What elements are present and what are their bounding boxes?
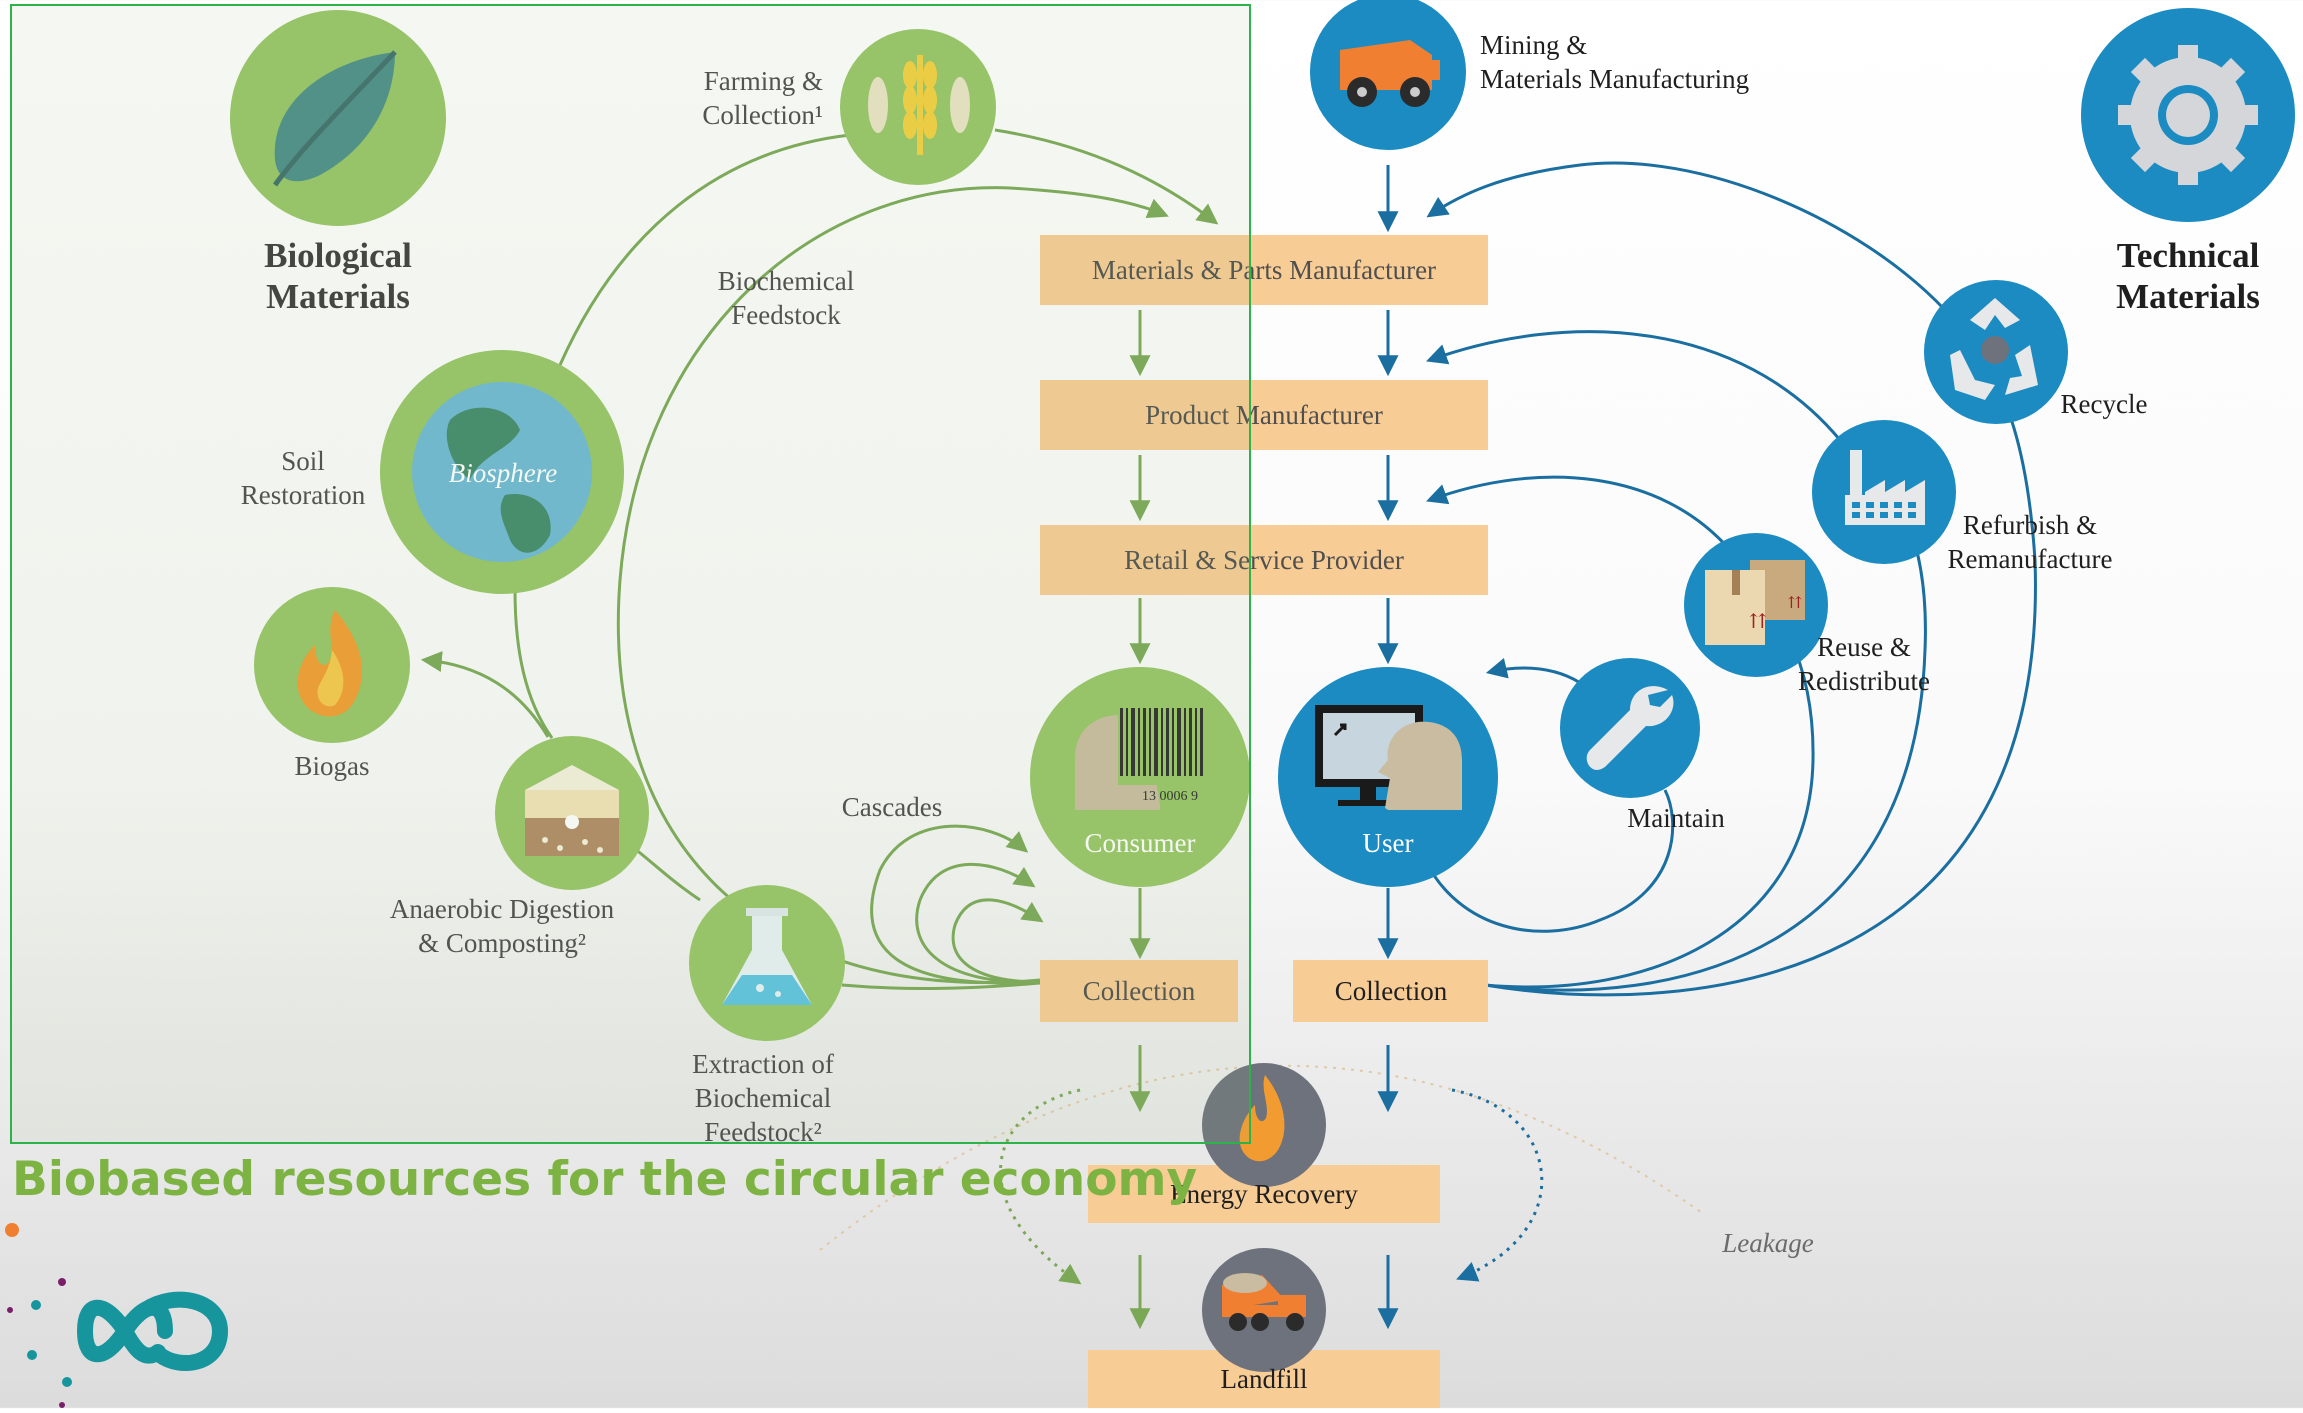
- barcode-number: 13 0006 9: [1142, 789, 1198, 804]
- boxes-icon: ⇈ ⇈: [1705, 560, 1805, 645]
- landfill-label: Landfill: [1221, 1364, 1308, 1394]
- flask-icon: [722, 908, 812, 1005]
- biological-materials-node: [230, 10, 446, 226]
- soil-label-2: Restoration: [241, 480, 366, 510]
- farming-label-2: Collection¹: [702, 100, 823, 130]
- recycle-icon: [1950, 298, 2038, 400]
- flow-collection-to-extraction: [841, 981, 1041, 991]
- user-head-icon: [1378, 721, 1462, 810]
- wheat-fish-icon: [868, 55, 970, 155]
- mining-label-2: Materials Manufacturing: [1480, 64, 1749, 94]
- gear-icon: [2118, 45, 2258, 185]
- technical-heading: Technical: [2117, 236, 2260, 275]
- central-boxes: [1040, 235, 1488, 1408]
- refurbish-node: [1812, 420, 1956, 564]
- flow-tech-leak: [1451, 1088, 1544, 1282]
- soil-label: Soil: [281, 446, 325, 476]
- retail-service-box: [1040, 525, 1488, 595]
- reuse-node: ⇈ ⇈: [1684, 533, 1828, 677]
- mining-label: Mining &: [1480, 30, 1587, 60]
- user-node: User: [1278, 667, 1498, 887]
- extraction-label-2: Biochemical: [695, 1083, 831, 1113]
- technical-materials-node: [2081, 8, 2295, 222]
- user-label: User: [1363, 828, 1414, 858]
- compost-icon: [525, 765, 619, 856]
- biogas-node: [254, 587, 410, 743]
- maintain-label: Maintain: [1627, 803, 1725, 833]
- tech-collection-box: [1293, 960, 1488, 1022]
- landfill-icon-node: [1202, 1248, 1326, 1372]
- barcode-icon: 13 0006 9: [1118, 705, 1210, 804]
- bio-collection-box: [1040, 960, 1238, 1022]
- dump-truck-icon: [1222, 1273, 1306, 1331]
- flow-farming-to-materials: [994, 128, 1219, 225]
- biochemical-label: Biochemical: [718, 266, 854, 296]
- factory-icon: [1845, 450, 1925, 525]
- biogas-label: Biogas: [294, 751, 369, 781]
- consumer-node: 13 0006 9 Consumer: [1030, 667, 1250, 887]
- extraction-label: Extraction of: [692, 1049, 834, 1079]
- mining-node: [1310, 0, 1466, 150]
- bio-collection-label: Collection: [1083, 976, 1196, 1006]
- svg-text:⇈: ⇈: [1749, 611, 1767, 633]
- anaerobic-node: [495, 736, 649, 890]
- extraction-node: [689, 885, 845, 1041]
- reuse-label-2: Redistribute: [1798, 666, 1930, 696]
- product-manufacturer-label: Product Manufacturer: [1145, 400, 1383, 430]
- cascade-arc-2: [915, 862, 1041, 984]
- svg-text:⇈: ⇈: [1788, 595, 1802, 612]
- recycle-node: [1924, 280, 2068, 424]
- farming-label: Farming &: [704, 66, 823, 96]
- farming-node: [840, 29, 996, 185]
- infinity-loop-icon: [76, 1299, 173, 1364]
- flow-biosphere-to-anaerobic: [513, 589, 554, 739]
- flow-biosphere-to-farming: [558, 133, 851, 366]
- loop-maintain: [1423, 789, 1675, 933]
- circular-economy-logo: [5, 1223, 229, 1408]
- biosphere-label: Biosphere: [449, 458, 557, 488]
- leakage-label: Leakage: [1721, 1228, 1813, 1258]
- cascades-label: Cascades: [842, 792, 942, 822]
- biological-flows: [420, 128, 1219, 1330]
- retail-service-label: Retail & Service Provider: [1124, 545, 1404, 575]
- biological-highlight-region: [10, 4, 1251, 1144]
- biochemical-label-2: Feedstock: [731, 300, 841, 330]
- recycle-label: Recycle: [2061, 389, 2148, 419]
- consumer-label: Consumer: [1085, 828, 1196, 858]
- wrench-icon: [1586, 686, 1674, 770]
- biological-heading: Biological: [264, 236, 412, 275]
- anaerobic-label-2: & Composting²: [418, 928, 586, 958]
- maintain-node: [1560, 658, 1700, 798]
- cascade-arc-1: [870, 824, 1041, 985]
- anaerobic-label: Anaerobic Digestion: [390, 894, 615, 924]
- product-manufacturer-box: [1040, 380, 1488, 450]
- tech-collection-label: Collection: [1335, 976, 1448, 1006]
- headline-title: Biobased resources for the circular econ…: [12, 1152, 1198, 1207]
- refurbish-label-2: Remanufacture: [1948, 544, 2113, 574]
- materials-parts-box: [1040, 235, 1488, 305]
- materials-parts-label: Materials & Parts Manufacturer: [1092, 255, 1436, 285]
- flow-anaerobic-to-biogas: [420, 651, 550, 738]
- biological-heading-2: Materials: [266, 277, 410, 316]
- cascade-arc-3: [951, 898, 1044, 984]
- reuse-label: Reuse &: [1817, 632, 1911, 662]
- energy-recovery-label: Energy Recovery: [1170, 1179, 1358, 1209]
- truck-icon: [1340, 40, 1440, 107]
- biosphere-node: Biosphere: [380, 350, 624, 594]
- technical-heading-2: Materials: [2116, 277, 2260, 316]
- refurbish-label: Refurbish &: [1963, 510, 2097, 540]
